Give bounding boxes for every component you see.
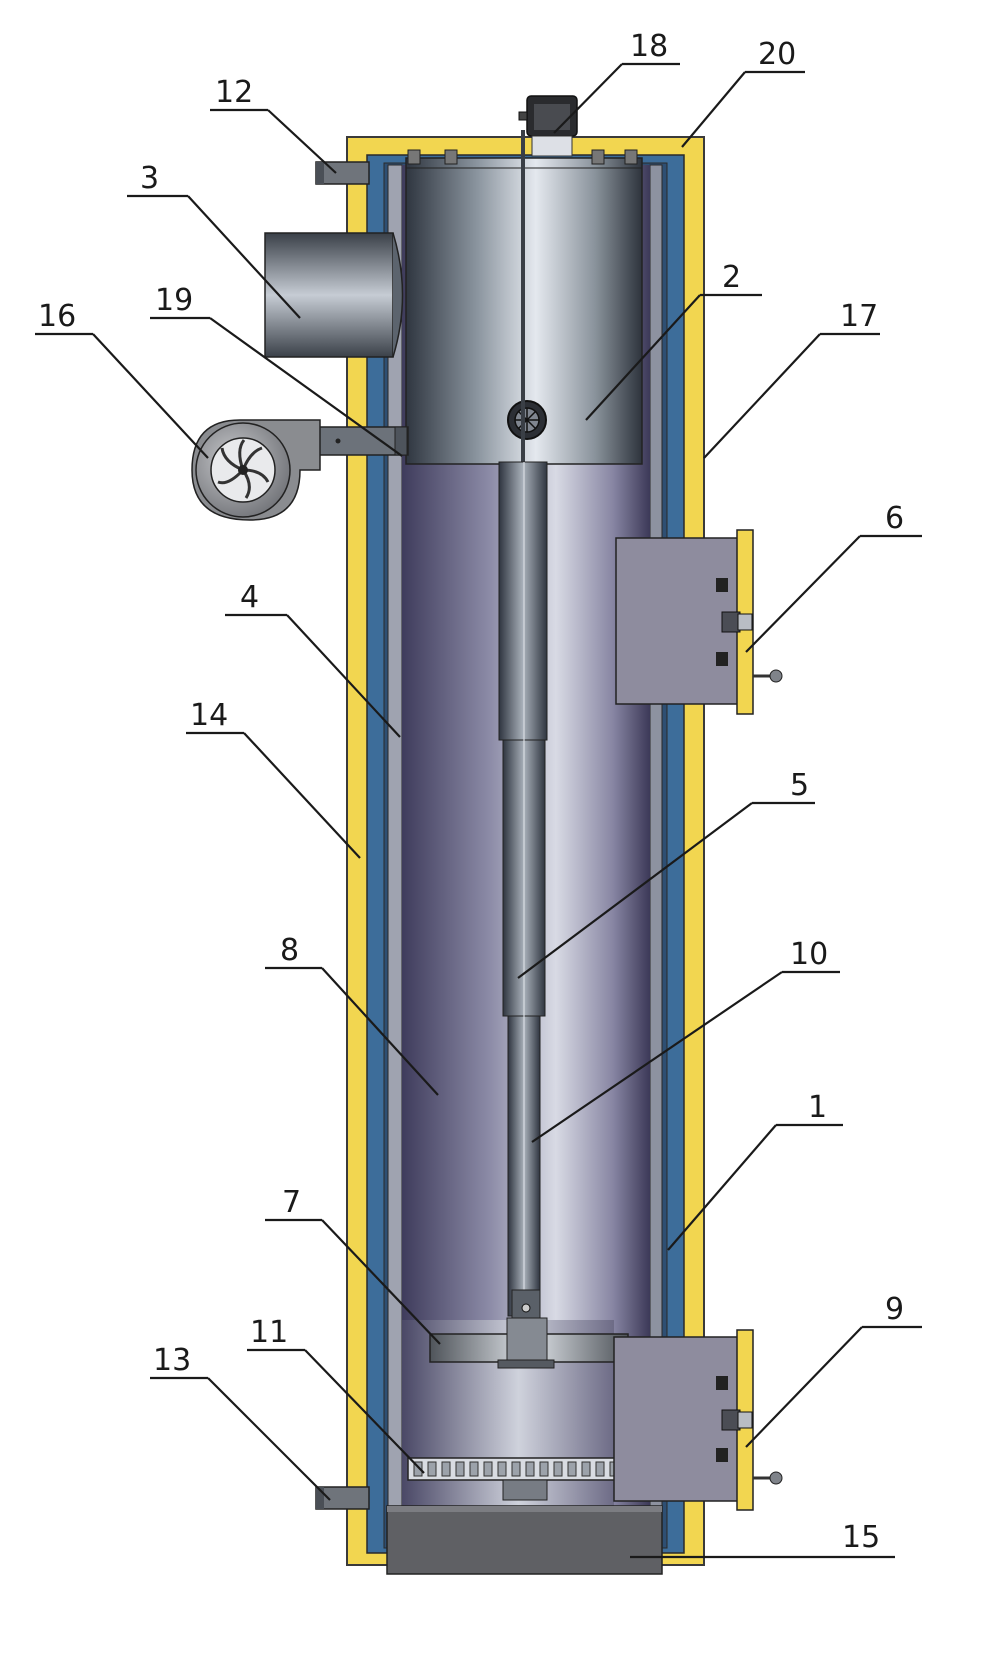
callout-18: 18 <box>553 29 680 134</box>
callout-label-8: 8 <box>280 933 299 968</box>
callout-4: 4 <box>225 580 401 738</box>
ash-door <box>613 1329 783 1511</box>
grate-bar <box>567 1461 577 1477</box>
callout-label-1: 1 <box>808 1090 827 1125</box>
grate-bar <box>511 1461 521 1477</box>
callout-label-11: 11 <box>250 1315 288 1350</box>
callout-20: 20 <box>681 37 805 148</box>
callout-19: 19 <box>150 283 403 457</box>
callout-label-7: 7 <box>282 1185 301 1220</box>
callout-13: 13 <box>150 1343 331 1501</box>
central-shaft <box>498 130 548 1321</box>
callout-label-6: 6 <box>885 501 904 536</box>
callout-9: 9 <box>745 1292 922 1448</box>
callout-3: 3 <box>127 161 301 319</box>
callout-label-18: 18 <box>630 29 668 64</box>
blower-fan <box>191 419 321 521</box>
callout-14: 14 <box>186 698 361 859</box>
grate-bar <box>525 1461 535 1477</box>
base-ash-pan <box>386 1505 663 1575</box>
flue-outlet-pipe <box>264 232 404 358</box>
callout-11: 11 <box>247 1315 425 1474</box>
callout-17: 17 <box>703 299 880 459</box>
callout-2: 2 <box>585 260 762 421</box>
callout-label-9: 9 <box>885 1292 904 1327</box>
callout-7: 7 <box>265 1185 441 1345</box>
callout-16: 16 <box>35 299 209 459</box>
grate-bar <box>539 1461 549 1477</box>
water-inlet-pipe <box>315 1486 370 1510</box>
callout-layer: 1 2 3 4 5 6 <box>35 29 922 1559</box>
callout-label-2: 2 <box>722 260 741 295</box>
callout-15: 15 <box>630 1520 895 1559</box>
grate-bar <box>595 1461 605 1477</box>
callout-label-14: 14 <box>190 698 228 733</box>
callout-1: 1 <box>667 1090 843 1251</box>
callout-5: 5 <box>517 768 815 979</box>
callout-label-17: 17 <box>840 299 878 334</box>
grate-bar <box>427 1461 437 1477</box>
grate-bar <box>413 1461 423 1477</box>
callout-label-15: 15 <box>842 1520 880 1555</box>
grate-bar <box>441 1461 451 1477</box>
callout-label-20: 20 <box>758 37 796 72</box>
air-inlet-duct <box>317 426 409 456</box>
grate-bar <box>553 1461 563 1477</box>
callout-label-4: 4 <box>240 580 259 615</box>
fire-grate <box>407 1457 649 1501</box>
sight-glass-icon <box>507 400 547 440</box>
callout-label-10: 10 <box>790 937 828 972</box>
callout-label-19: 19 <box>155 283 193 318</box>
callout-12: 12 <box>210 75 337 174</box>
inner-wall <box>387 164 663 1534</box>
callout-label-5: 5 <box>790 768 809 803</box>
callout-label-3: 3 <box>140 161 159 196</box>
top-drive-motor <box>518 95 578 157</box>
feed-door <box>615 529 783 715</box>
grate-bar <box>483 1461 493 1477</box>
callout-10: 10 <box>531 937 840 1143</box>
grate-bar <box>497 1461 507 1477</box>
callout-label-13: 13 <box>153 1343 191 1378</box>
stirring-disc <box>429 1317 629 1369</box>
callout-label-16: 16 <box>38 299 76 334</box>
water-outlet-pipe <box>315 161 370 185</box>
grate-bar <box>581 1461 591 1477</box>
grate-bar <box>469 1461 479 1477</box>
callout-label-12: 12 <box>215 75 253 110</box>
callout-8: 8 <box>265 933 439 1096</box>
grate-bar <box>455 1461 465 1477</box>
callout-6: 6 <box>745 501 922 653</box>
